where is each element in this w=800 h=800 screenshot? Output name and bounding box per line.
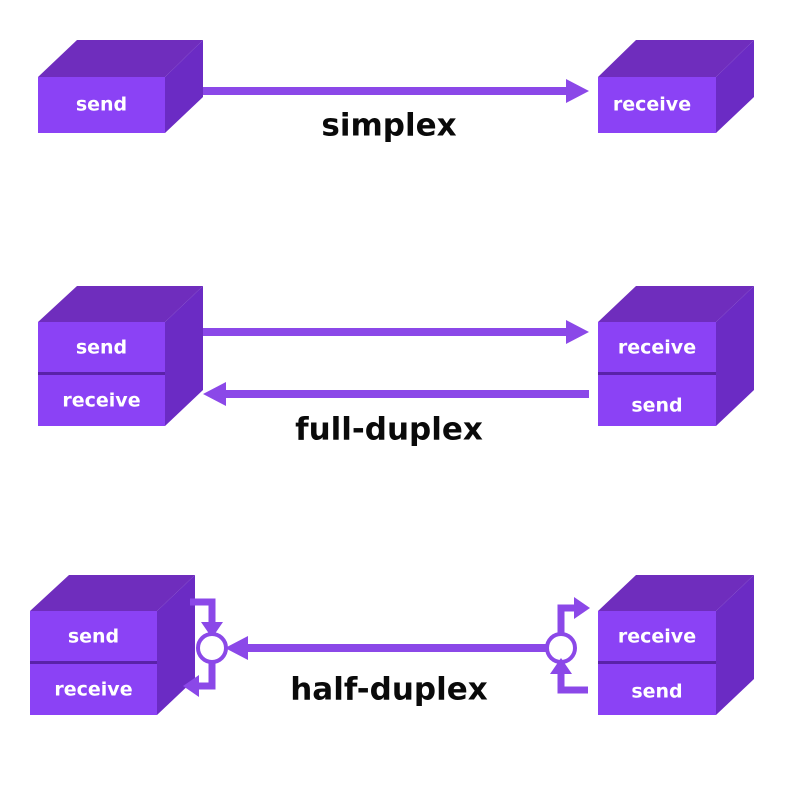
arrow-head-left-icon xyxy=(225,636,248,660)
switch-path-in-from-send xyxy=(190,598,216,624)
switch-path-in-from-send xyxy=(557,672,588,694)
box-side-face xyxy=(165,40,203,133)
arrow-head-right-icon xyxy=(566,320,589,344)
arrow-head-left-icon xyxy=(183,675,199,697)
arrow-shaft xyxy=(248,644,550,652)
arrow-shaft xyxy=(203,87,566,95)
box-top-face xyxy=(30,575,195,611)
simplex-left-node[interactable]: send xyxy=(38,40,203,133)
box-side-face xyxy=(716,575,754,715)
simplex-arrow-left-to-right[interactable] xyxy=(203,79,589,103)
box-face-label-upper: send xyxy=(68,626,119,648)
fullduplex-arrow-right-to-left[interactable] xyxy=(203,382,589,406)
box-face-label: send xyxy=(76,94,127,116)
fullduplex-right-node[interactable]: receive send xyxy=(598,286,754,426)
arrow-shaft xyxy=(226,390,589,398)
box-face-label: receive xyxy=(613,94,691,116)
mode-label-half-duplex: half-duplex xyxy=(290,672,488,708)
box-front-face xyxy=(38,77,165,133)
box-side-face xyxy=(165,286,203,426)
box-face-label-upper: receive xyxy=(618,337,696,359)
box-front-face-lower xyxy=(598,375,716,426)
halfduplex-right-node[interactable]: receive send xyxy=(598,575,754,715)
box-top-face xyxy=(598,575,754,611)
section-half-duplex: send receive xyxy=(30,575,754,715)
section-full-duplex: send receive receive send xyxy=(38,286,754,448)
box-side-face xyxy=(716,40,754,133)
box-top-face xyxy=(598,40,754,77)
box-front-face-lower xyxy=(598,664,716,715)
box-front-face xyxy=(598,77,716,133)
box-face-label-upper: send xyxy=(76,337,127,359)
arrow-head-right-icon xyxy=(566,79,589,103)
fullduplex-arrow-left-to-right[interactable] xyxy=(203,320,589,344)
box-front-face-lower xyxy=(38,375,165,426)
box-face-divider xyxy=(598,372,716,375)
box-face-label-lower: receive xyxy=(62,390,140,412)
switch-right-icon[interactable] xyxy=(545,632,577,664)
box-front-face-upper xyxy=(30,611,157,661)
arrow-head-down-icon xyxy=(201,622,223,638)
switch-path-out-to-receive xyxy=(198,662,216,690)
box-top-face xyxy=(598,286,754,322)
box-top-face xyxy=(38,40,203,77)
halfduplex-right-switch-paths xyxy=(550,597,590,694)
halfduplex-left-switch-paths xyxy=(183,598,223,697)
mode-label-full-duplex: full-duplex xyxy=(295,412,483,448)
box-side-face xyxy=(716,286,754,426)
mode-label-simplex: simplex xyxy=(321,108,456,144)
fullduplex-left-node[interactable]: send receive xyxy=(38,286,203,426)
switch-path-out-to-receive xyxy=(557,604,575,634)
simplex-right-node[interactable]: receive xyxy=(598,40,754,133)
box-face-label-upper: receive xyxy=(618,626,696,648)
box-side-face xyxy=(157,575,195,715)
halfduplex-arrow-bidirectional[interactable] xyxy=(225,636,573,660)
halfduplex-left-node[interactable]: send receive xyxy=(30,575,195,715)
box-front-face-upper xyxy=(598,611,716,661)
arrow-head-right-icon xyxy=(574,597,590,619)
box-front-face-upper xyxy=(598,322,716,372)
box-front-face-upper xyxy=(38,322,165,372)
box-top-face xyxy=(38,286,203,322)
box-face-divider xyxy=(38,372,165,375)
box-face-divider xyxy=(598,661,716,664)
box-face-label-lower: send xyxy=(631,395,682,417)
switch-left-icon[interactable] xyxy=(196,632,228,664)
box-face-label-lower: receive xyxy=(54,679,132,701)
arrow-shaft xyxy=(203,328,566,336)
arrow-head-left-icon xyxy=(203,382,226,406)
box-face-label-lower: send xyxy=(631,681,682,703)
arrow-head-up-icon xyxy=(550,658,572,674)
section-simplex: send receive simplex xyxy=(38,40,754,144)
box-front-face-lower xyxy=(30,664,157,715)
box-face-divider xyxy=(30,661,157,664)
